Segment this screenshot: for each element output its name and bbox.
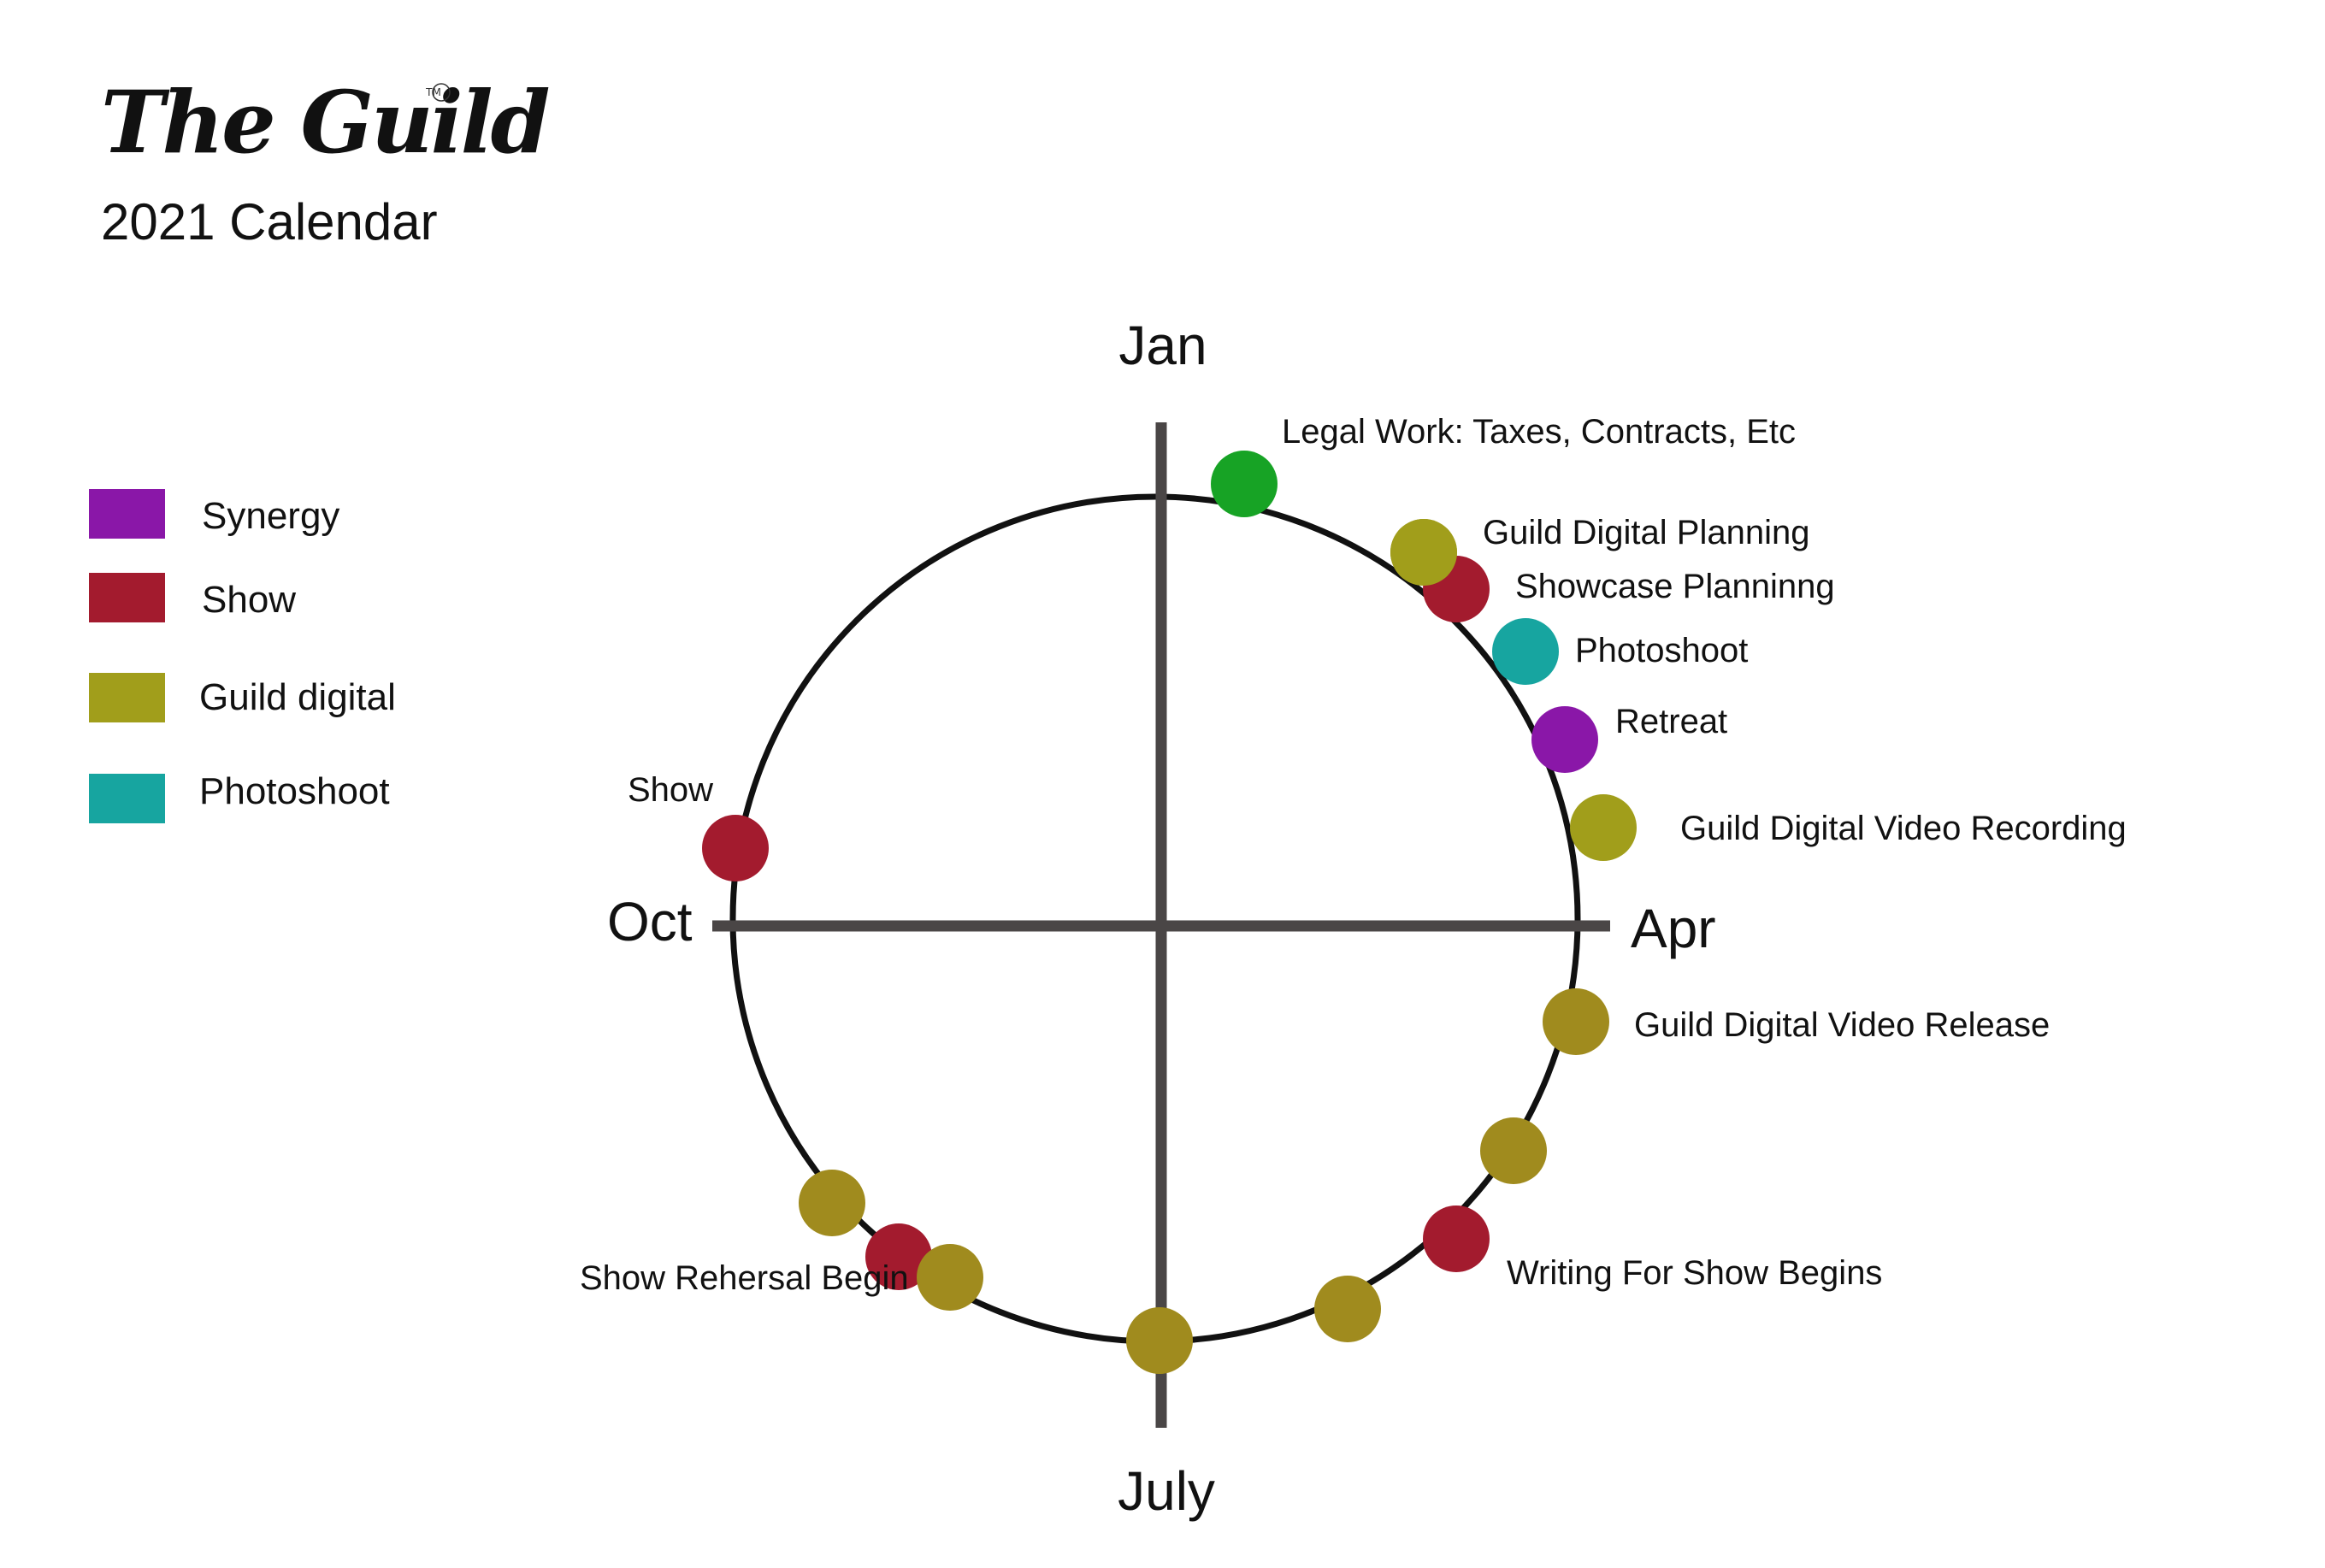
legend-label-guild-digital: Guild digital bbox=[199, 676, 396, 718]
event-label-legal-work: Legal Work: Taxes, Contracts, Etc bbox=[1282, 413, 1796, 451]
legend-label-photoshoot: Photoshoot bbox=[199, 770, 390, 812]
month-label-jan: Jan bbox=[1118, 315, 1207, 376]
legend-swatch-show bbox=[89, 573, 165, 622]
legend-swatch-photoshoot bbox=[89, 774, 165, 823]
event-dot-guild-digital-july bbox=[1126, 1307, 1193, 1374]
event-label-retreat: Retreat bbox=[1615, 703, 1727, 740]
legend-swatch-synergy bbox=[89, 489, 165, 539]
event-dot-show-august bbox=[865, 1223, 932, 1290]
event-dot-guild-digital-planning-front bbox=[1390, 519, 1457, 586]
event-label-guild-digital-planning: Guild Digital Planning bbox=[1483, 514, 1809, 551]
event-labels: Legal Work: Taxes, Contracts, Etc Guild … bbox=[580, 413, 2127, 1297]
month-label-oct: Oct bbox=[607, 891, 693, 952]
trademark-circle bbox=[432, 83, 451, 102]
event-dot-writing-for-show bbox=[1423, 1205, 1490, 1272]
event-dot-show-october bbox=[702, 815, 769, 881]
event-dot-show-rehersal bbox=[917, 1244, 983, 1311]
event-dot-guild-digital-video-release bbox=[1543, 988, 1609, 1055]
event-dot-guild-digital-video-recording bbox=[1570, 794, 1637, 861]
event-dot-retreat bbox=[1531, 706, 1598, 773]
event-label-guild-digital-video-recording: Guild Digital Video Recording bbox=[1680, 810, 2127, 847]
event-label-showcase-planning: Showcase Planninng bbox=[1515, 568, 1835, 605]
event-label-photoshoot: Photoshoot bbox=[1575, 632, 1748, 669]
legend-label-show: Show bbox=[202, 579, 296, 621]
event-dot-photoshoot bbox=[1492, 618, 1559, 685]
event-dot-legal-work bbox=[1211, 451, 1278, 517]
legend-swatch-guild-digital bbox=[89, 673, 165, 722]
event-label-guild-digital-video-release: Guild Digital Video Release bbox=[1634, 1006, 2050, 1044]
event-dot-guild-digital-may bbox=[1480, 1117, 1547, 1184]
month-label-apr: Apr bbox=[1631, 898, 1716, 959]
legend-label-synergy: Synergy bbox=[202, 495, 339, 537]
event-dot-guild-digital-september bbox=[799, 1170, 865, 1236]
event-dot-guild-digital-june bbox=[1314, 1276, 1381, 1342]
event-label-show-rehersal: Show Rehersal Begin bbox=[580, 1259, 909, 1297]
event-markers bbox=[702, 451, 1637, 1374]
month-label-july: July bbox=[1118, 1460, 1215, 1522]
event-label-show: Show bbox=[628, 771, 713, 809]
page-subtitle: 2021 Calendar bbox=[101, 193, 438, 251]
event-label-writing-for-show: Writing For Show Begins bbox=[1507, 1254, 1882, 1292]
logo-wordmark: The Guild bbox=[101, 72, 549, 173]
legend: Synergy Show Guild digital Photoshoot bbox=[89, 489, 396, 823]
